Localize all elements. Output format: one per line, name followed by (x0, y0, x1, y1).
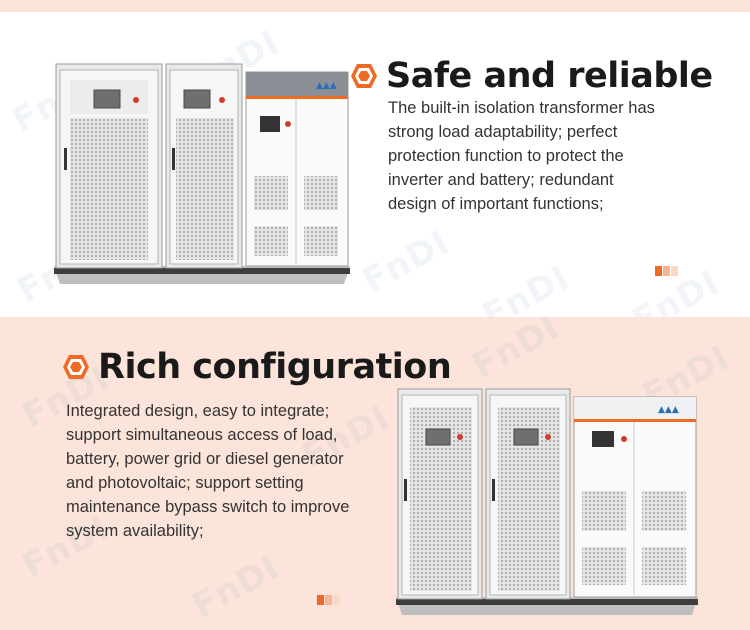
cabinet-unit-1 (397, 388, 483, 600)
watermark-fndi: FnDI (186, 547, 287, 627)
description-line: The built-in isolation transformer has (388, 99, 655, 117)
description-line: strong load adaptability; perfect (388, 123, 618, 141)
watermark-fndi: FnDI (466, 317, 567, 387)
description-line: system availability; (66, 522, 204, 540)
ups-cabinet-illustration: ▲▲▲ (396, 388, 698, 615)
section-title: Safe and reliable (386, 56, 713, 96)
cabinet-unit-1 (55, 63, 163, 269)
description-line: maintenance bypass switch to improve (66, 498, 350, 516)
description-line: Integrated design, easy to integrate; (66, 402, 330, 420)
hexagon-bullet-icon (63, 355, 89, 379)
hexagon-bullet-icon (351, 64, 377, 88)
cabinet-unit-2 (485, 388, 571, 600)
section-title: Rich configuration (98, 347, 452, 387)
section-safe-reliable: FnDI FnDI FnDI FnDI FnDI FnDI (0, 12, 750, 317)
cabinet-unit-2 (165, 63, 243, 269)
description-line: inverter and battery; redundant (388, 171, 614, 189)
section-heading: Safe and reliable (350, 56, 713, 96)
watermark-fndi: FnDI (356, 222, 457, 302)
section-description: Integrated design, easy to integrate; su… (66, 399, 386, 543)
description-line: support simultaneous access of load, (66, 426, 338, 444)
cabinet-unit-3: ▲▲▲ (573, 396, 697, 598)
top-accent-strip (0, 0, 750, 12)
ups-cabinet-illustration: ▲▲▲ (54, 63, 350, 284)
svg-text:▲▲▲: ▲▲▲ (658, 405, 679, 415)
description-line: and photovoltaic; support setting (66, 474, 304, 492)
section-description: The built-in isolation transformer has s… (388, 96, 708, 216)
watermark-fndi: FnDI (476, 257, 577, 317)
description-line: protection function to protect the (388, 147, 624, 165)
section-heading: Rich configuration (62, 347, 452, 387)
decorative-dots (655, 266, 678, 276)
svg-text:▲▲▲: ▲▲▲ (316, 81, 337, 91)
section-rich-configuration: FnDI FnDI FnDI FnDI FnDI FnDI Rich confi… (0, 317, 750, 630)
description-line: design of important functions; (388, 195, 604, 213)
decorative-dots (317, 595, 340, 605)
description-line: battery, power grid or diesel generator (66, 450, 344, 468)
cabinet-unit-3: ▲▲▲ (245, 71, 349, 267)
